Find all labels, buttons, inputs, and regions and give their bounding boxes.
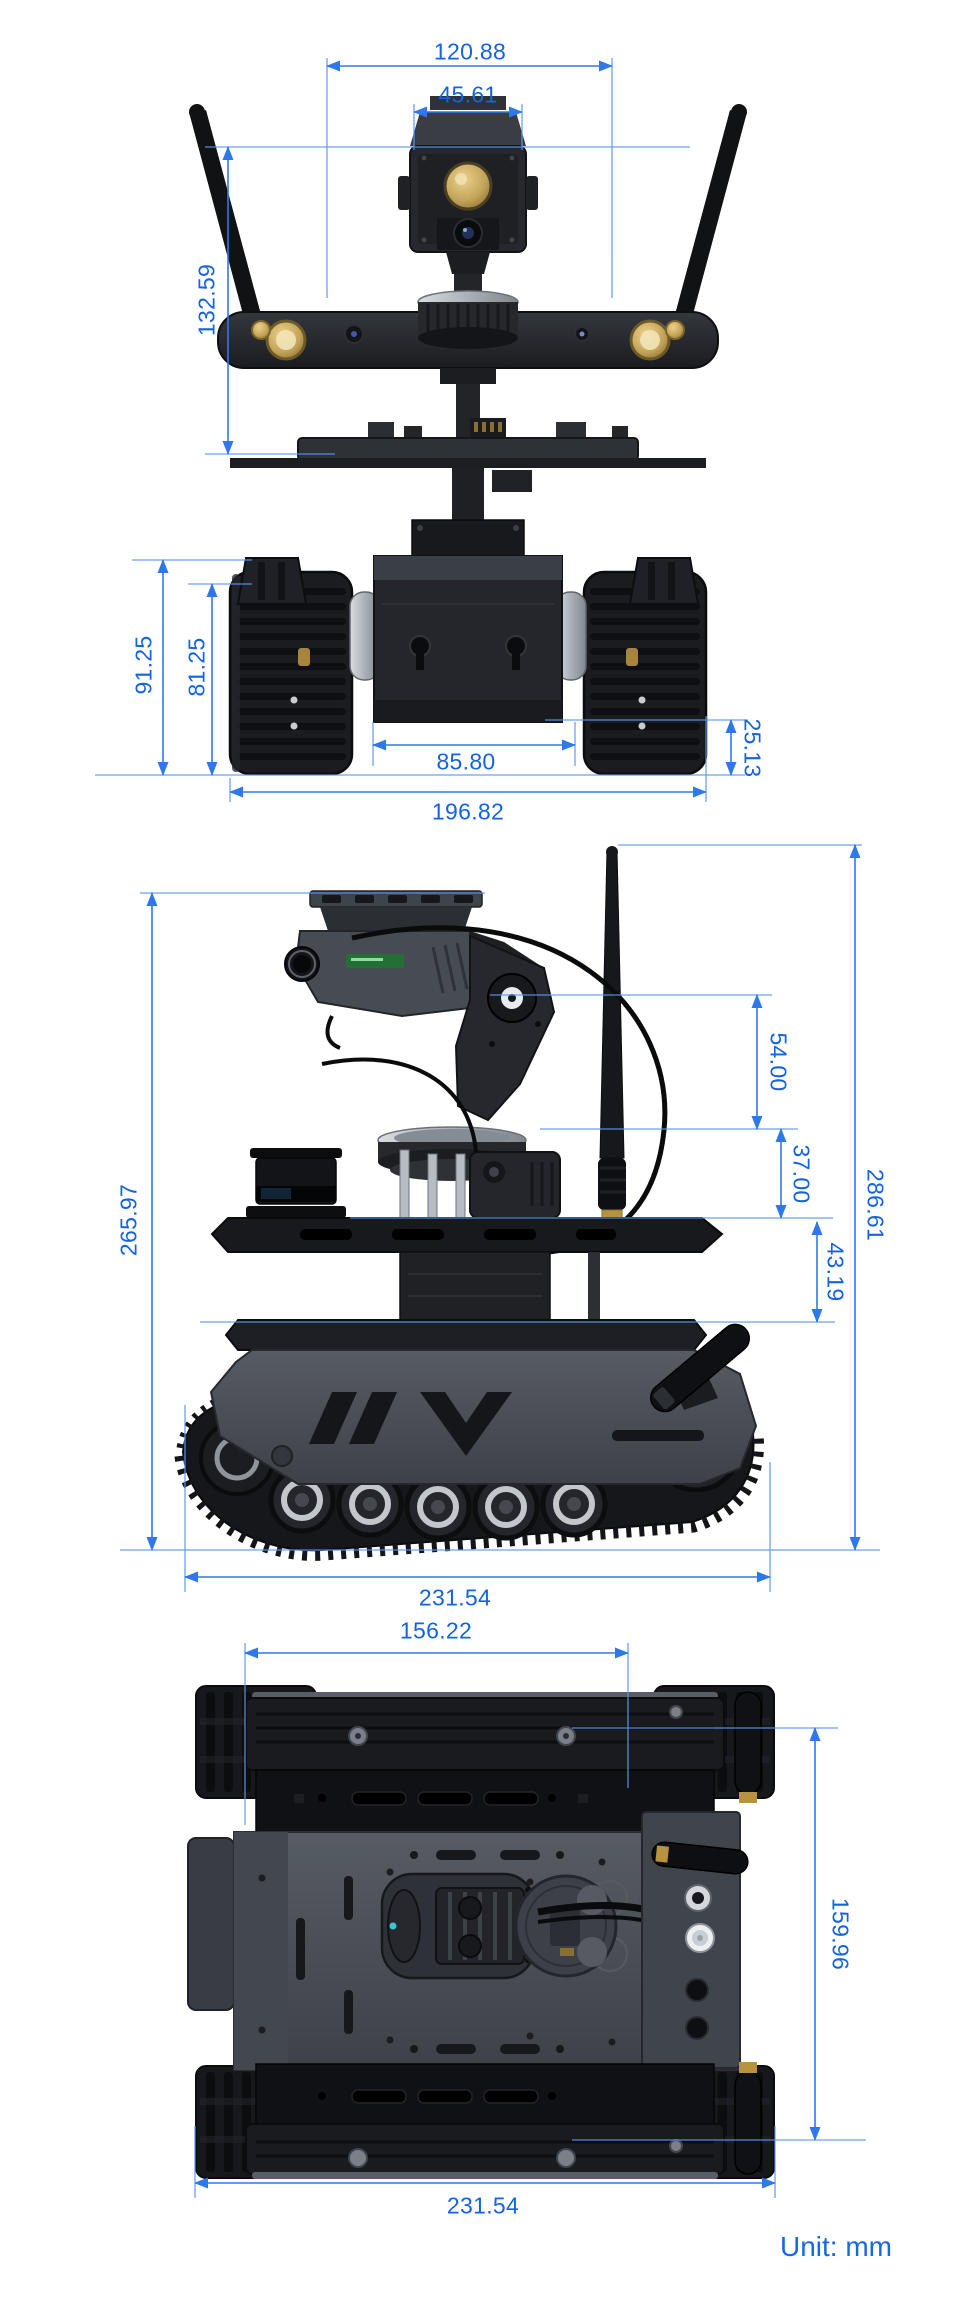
gimbal-base bbox=[377, 1126, 561, 1219]
antenna-right bbox=[666, 104, 747, 348]
headlight-lens bbox=[443, 161, 493, 211]
sma-connector-left bbox=[251, 320, 271, 340]
dim-side-overall-length: 231.54 bbox=[418, 1584, 492, 1611]
top-deck bbox=[230, 418, 706, 468]
front-dimension-lines bbox=[95, 58, 748, 802]
top-camera-unit bbox=[380, 1872, 536, 1980]
camera-head bbox=[398, 96, 538, 302]
dim-front-ground-clearance: 25.13 bbox=[739, 718, 766, 778]
left-side-plate bbox=[187, 1837, 235, 2011]
side-camera bbox=[284, 930, 471, 1050]
lidar bbox=[246, 1148, 346, 1218]
pan-base bbox=[417, 290, 519, 349]
dim-front-camera-mast-height: 132.59 bbox=[193, 263, 220, 337]
top-front-bumper bbox=[245, 1692, 725, 1833]
chassis-front-body bbox=[373, 555, 563, 723]
pan-tilt-arm bbox=[454, 931, 556, 1122]
dim-top-overall-width: 231.54 bbox=[446, 2192, 520, 2219]
top-pan-mechanism bbox=[514, 1874, 618, 1978]
road-wheels bbox=[268, 1466, 608, 1541]
stub-antenna bbox=[651, 1841, 749, 1875]
top-dimension-lines bbox=[194, 1643, 866, 2198]
rear-antenna-stub bbox=[650, 1323, 750, 1413]
dim-front-gimbal-mount-width: 120.88 bbox=[433, 38, 507, 65]
dim-side-gimbal-base-rise: 37.00 bbox=[788, 1144, 815, 1204]
dim-top-chassis-width: 156.22 bbox=[399, 1617, 473, 1644]
antenna-side bbox=[598, 846, 626, 1221]
side-chassis bbox=[209, 1319, 758, 1485]
right-side-plate bbox=[641, 1811, 749, 2069]
dim-side-mast-column-rise: 43.19 bbox=[822, 1242, 849, 1302]
sma-connector-right bbox=[665, 320, 685, 340]
side-dimension-lines bbox=[120, 844, 880, 1592]
front-view-drawing bbox=[189, 96, 747, 776]
dim-front-camera-head-width: 45.61 bbox=[438, 81, 498, 108]
status-led bbox=[389, 1922, 397, 1930]
unit-note: Unit: mm bbox=[780, 2231, 892, 2262]
dim-side-overall-height: 286.61 bbox=[862, 1168, 889, 1242]
top-view-drawing bbox=[187, 1685, 775, 2179]
bumper-blocks bbox=[236, 557, 700, 605]
dim-top-chassis-length: 159.96 bbox=[827, 1897, 854, 1971]
top-rear-bumper bbox=[245, 2063, 725, 2179]
dim-side-camera-pivot-rise: 54.00 bbox=[765, 1032, 792, 1092]
side-deck bbox=[210, 1217, 724, 1323]
dim-front-body-inner-width: 85.80 bbox=[436, 748, 496, 775]
pan-servo bbox=[469, 1151, 561, 1219]
track-front-right bbox=[582, 570, 708, 776]
track-front-left bbox=[228, 570, 354, 776]
side-view-drawing bbox=[174, 846, 764, 1561]
dim-front-chassis-height: 91.25 bbox=[130, 635, 157, 695]
dim-front-overall-width: 196.82 bbox=[431, 798, 505, 825]
camera-rail-mount bbox=[309, 890, 483, 931]
dimension-annotations bbox=[95, 58, 880, 2198]
top-view-antennas bbox=[734, 1691, 762, 2175]
dim-side-height-to-rail: 265.97 bbox=[115, 1183, 142, 1257]
dim-front-track-height: 81.25 bbox=[183, 637, 210, 697]
